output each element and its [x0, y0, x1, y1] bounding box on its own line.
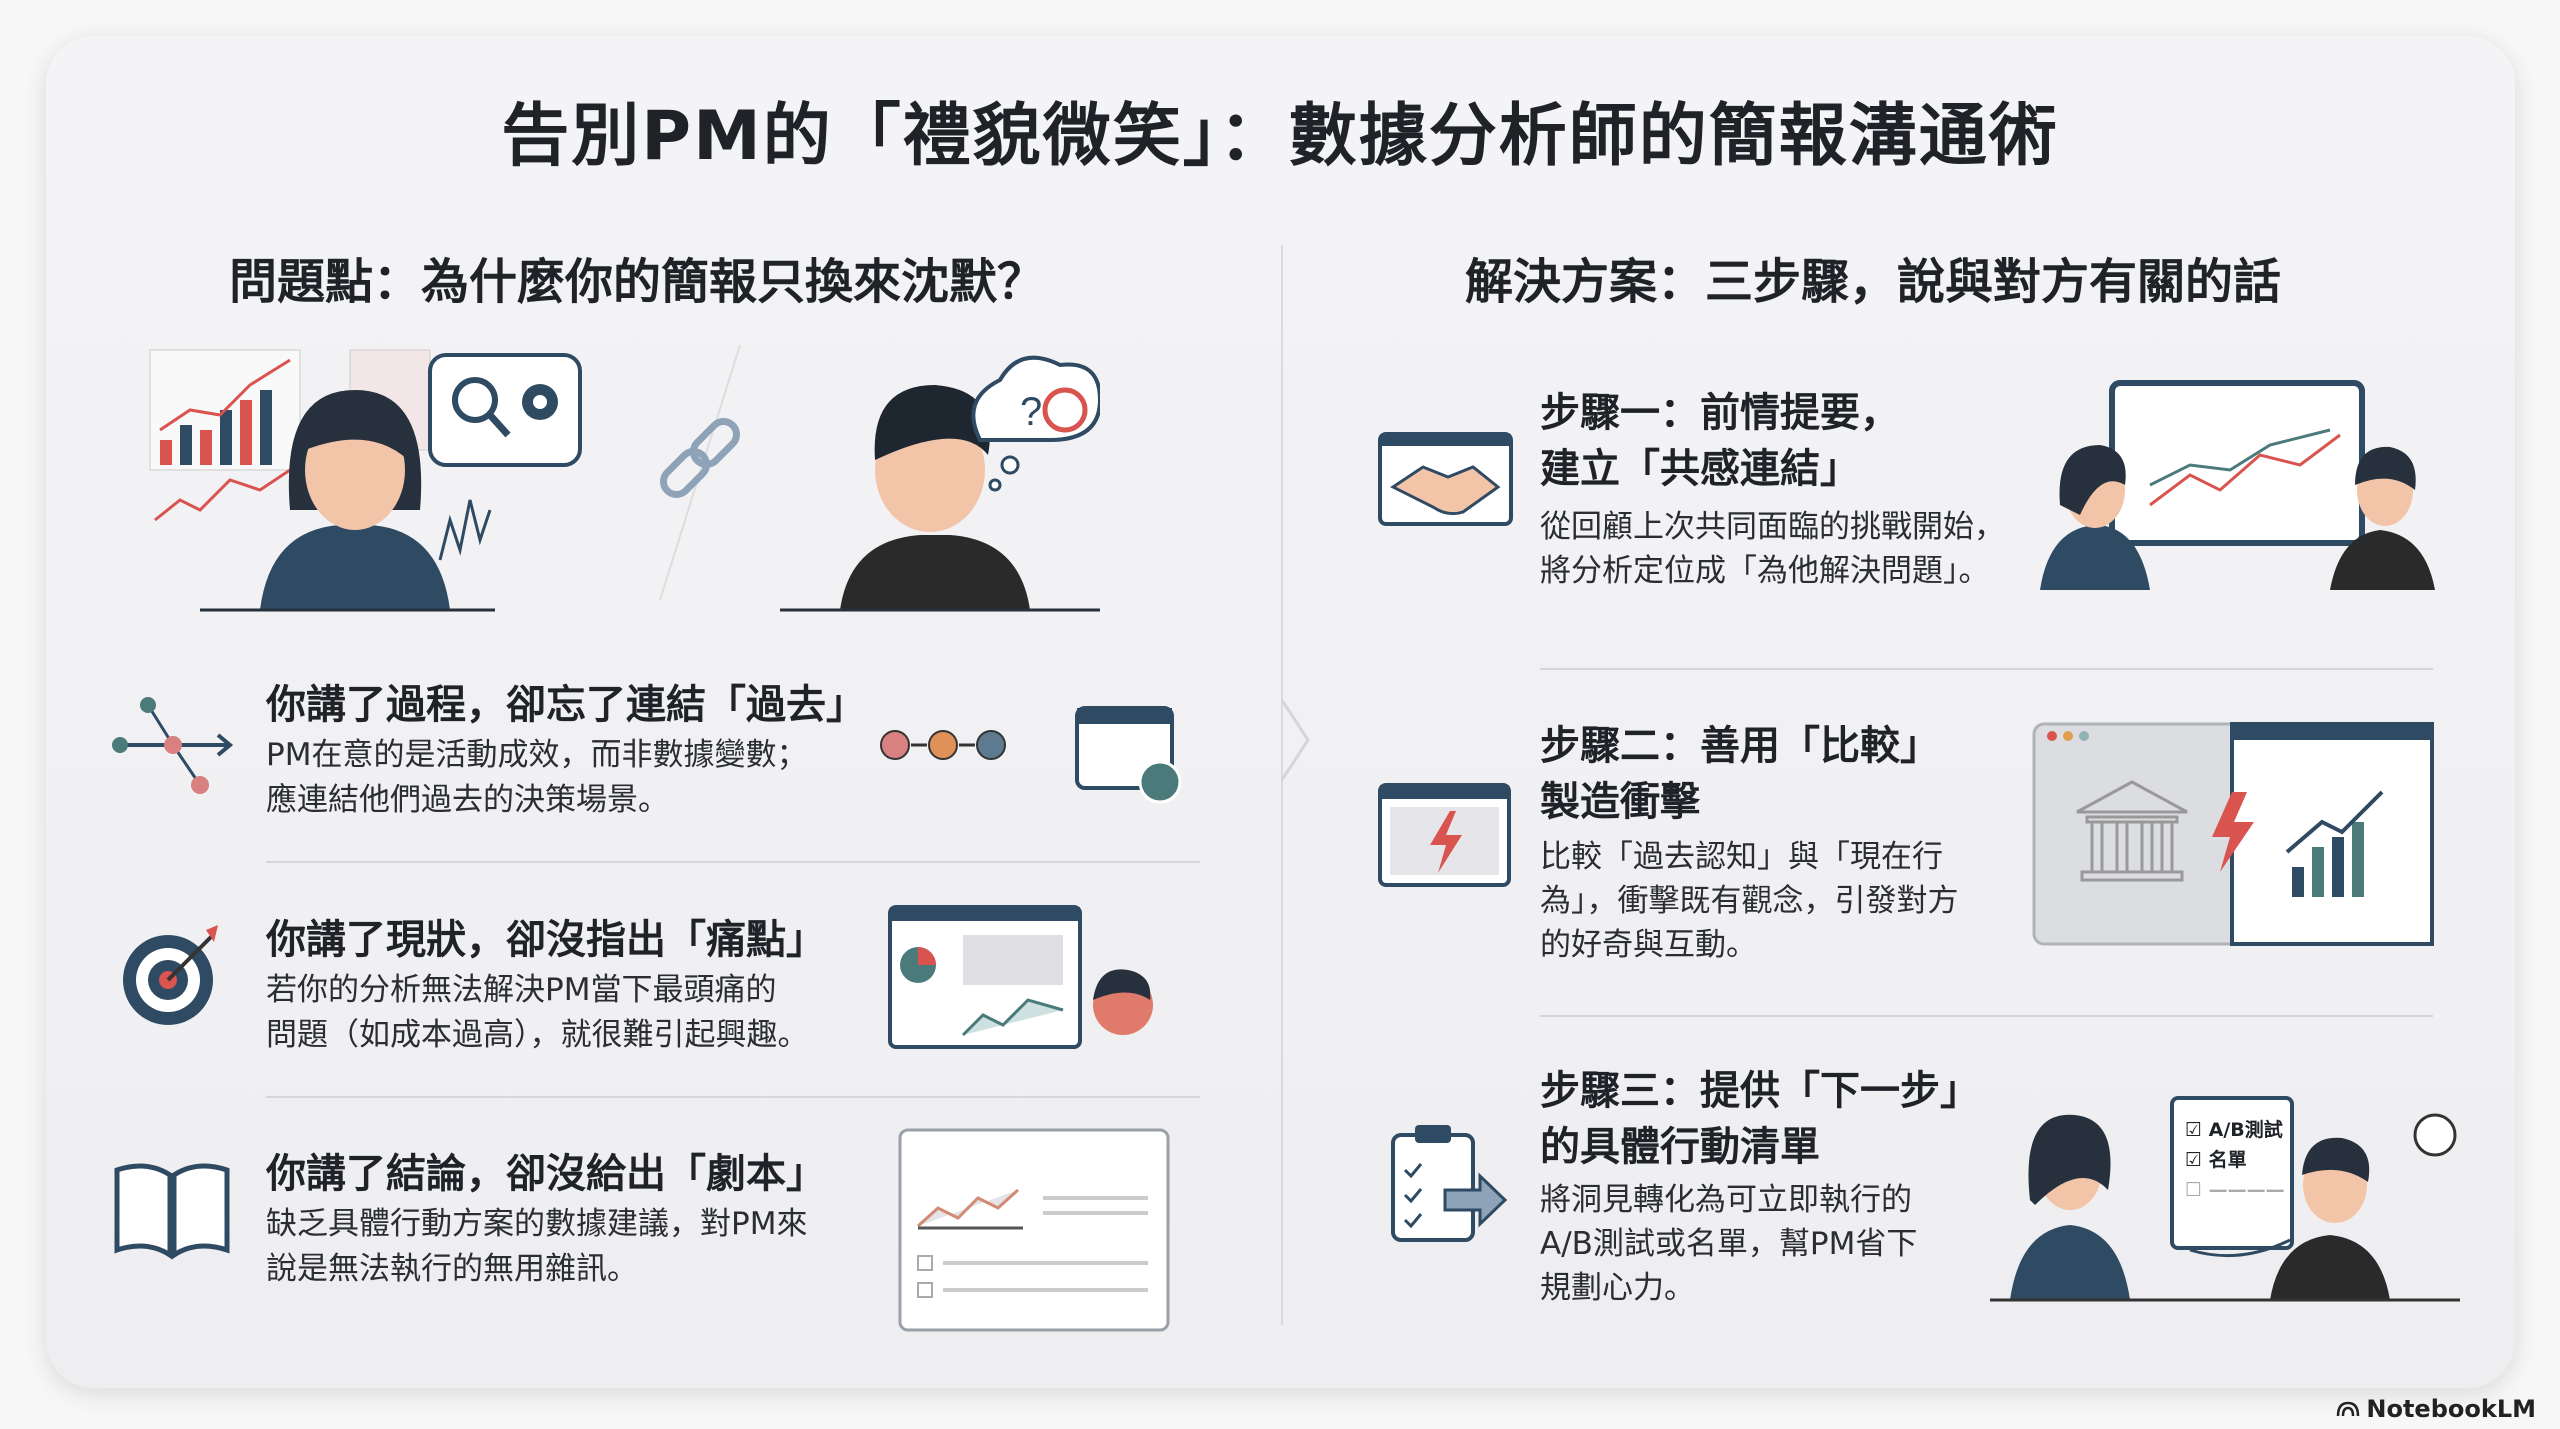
target-icon: [123, 925, 218, 1025]
checklist: ☑ A/B測試 ☑ 名單 ☐ ————: [2185, 1115, 2285, 1205]
checkbox-checked-icon: ☑: [2185, 1149, 2209, 1171]
presenter-and-silent-pm-illustration: ?: [149, 344, 1100, 612]
action-checklist-illustration: [1990, 1096, 2460, 1302]
step-divider: [1540, 1015, 2433, 1017]
step-divider: [1540, 668, 2433, 670]
timeline-calendar-icon: [880, 706, 1182, 804]
step-body: 從回顧上次共同面臨的挑戰開始， 將分析定位成「為他解決問題」。: [1540, 509, 2005, 589]
checkbox-empty-icon: ☐ ————: [2185, 1179, 2285, 1201]
solution-heading: 解決方案：三步驟，說與對方有關的話: [1465, 254, 2282, 310]
item-divider: [266, 1096, 1200, 1098]
step-body: 將洞見轉化為可立即執行的 A/B測試或名單，幫PM省下 規劃心力。: [1540, 1182, 1918, 1306]
lightning-window-icon: [1378, 783, 1511, 887]
checklist-item: ☑ 名單: [2185, 1149, 2247, 1171]
presenter-woman-avatar: [200, 390, 495, 612]
handshake-icon: [1378, 432, 1513, 526]
column-divider: [1281, 245, 1283, 1325]
search-gear-bubble-icon: [428, 353, 582, 467]
item-body: PM在意的是活動成效，而非數據變數； 應連結他們過去的決策場景。: [266, 737, 808, 818]
checklist-item: ☑ A/B測試: [2185, 1119, 2283, 1141]
report-document-icon: [898, 1128, 1170, 1332]
chevron-right-icon: [1280, 700, 1310, 780]
item-body: 若你的分析無法解決PM當下最頭痛的 問題（如成本過高），就很難引起興趣。: [266, 972, 809, 1053]
broken-link-icon: [659, 344, 741, 601]
page-title: 告別PM的「禮貌微笑」：數據分析師的簡報溝通術: [501, 97, 2059, 176]
item-divider: [266, 861, 1200, 863]
step-title: 步驟一：前情提要， 建立「共感連結」: [1540, 390, 1900, 492]
dashboard-frustrated-pm-icon: [888, 905, 1153, 1049]
notebooklm-watermark: NotebookLM: [2336, 1395, 2536, 1423]
past-vs-present-comparison-illustration: [2032, 722, 2434, 946]
open-book-icon: [114, 1163, 230, 1260]
checkbox-checked-icon: ☑: [2185, 1119, 2209, 1141]
item-title: 你講了過程，卻忘了連結「過去」: [266, 682, 866, 728]
shared-dashboard-illustration: [2040, 380, 2435, 590]
problem-heading: 問題點：為什麼你的簡報只換來沈默？: [229, 254, 1046, 310]
item-title: 你講了結論，卻沒給出「劇本」: [266, 1151, 826, 1197]
confused-pm-avatar: [780, 385, 1100, 612]
item-title: 你講了現狀，卻沒指出「痛點」: [266, 917, 826, 963]
checklist-item: ☐ ————: [2185, 1175, 2285, 1205]
step-title: 步驟三：提供「下一步」 的具體行動清單: [1540, 1068, 1980, 1170]
step-title: 步驟二：善用「比較」 製造衝擊: [1540, 723, 1940, 825]
svg-text:?: ?: [1020, 390, 1042, 434]
timeline-nodes-icon: [112, 697, 234, 794]
clipboard-arrow-icon: [1391, 1125, 1508, 1242]
item-body: 缺乏具體行動方案的數據建議，對PM來 說是無法執行的無用雜訊。: [266, 1206, 808, 1287]
question-clock-thought-bubble-icon: ?: [971, 355, 1100, 492]
notebooklm-logo-icon: [2337, 1401, 2360, 1417]
step-body: 比較「過去認知」與「現在行 為」，衝擊既有觀念，引發對方 的好奇與互動。: [1540, 839, 1959, 963]
